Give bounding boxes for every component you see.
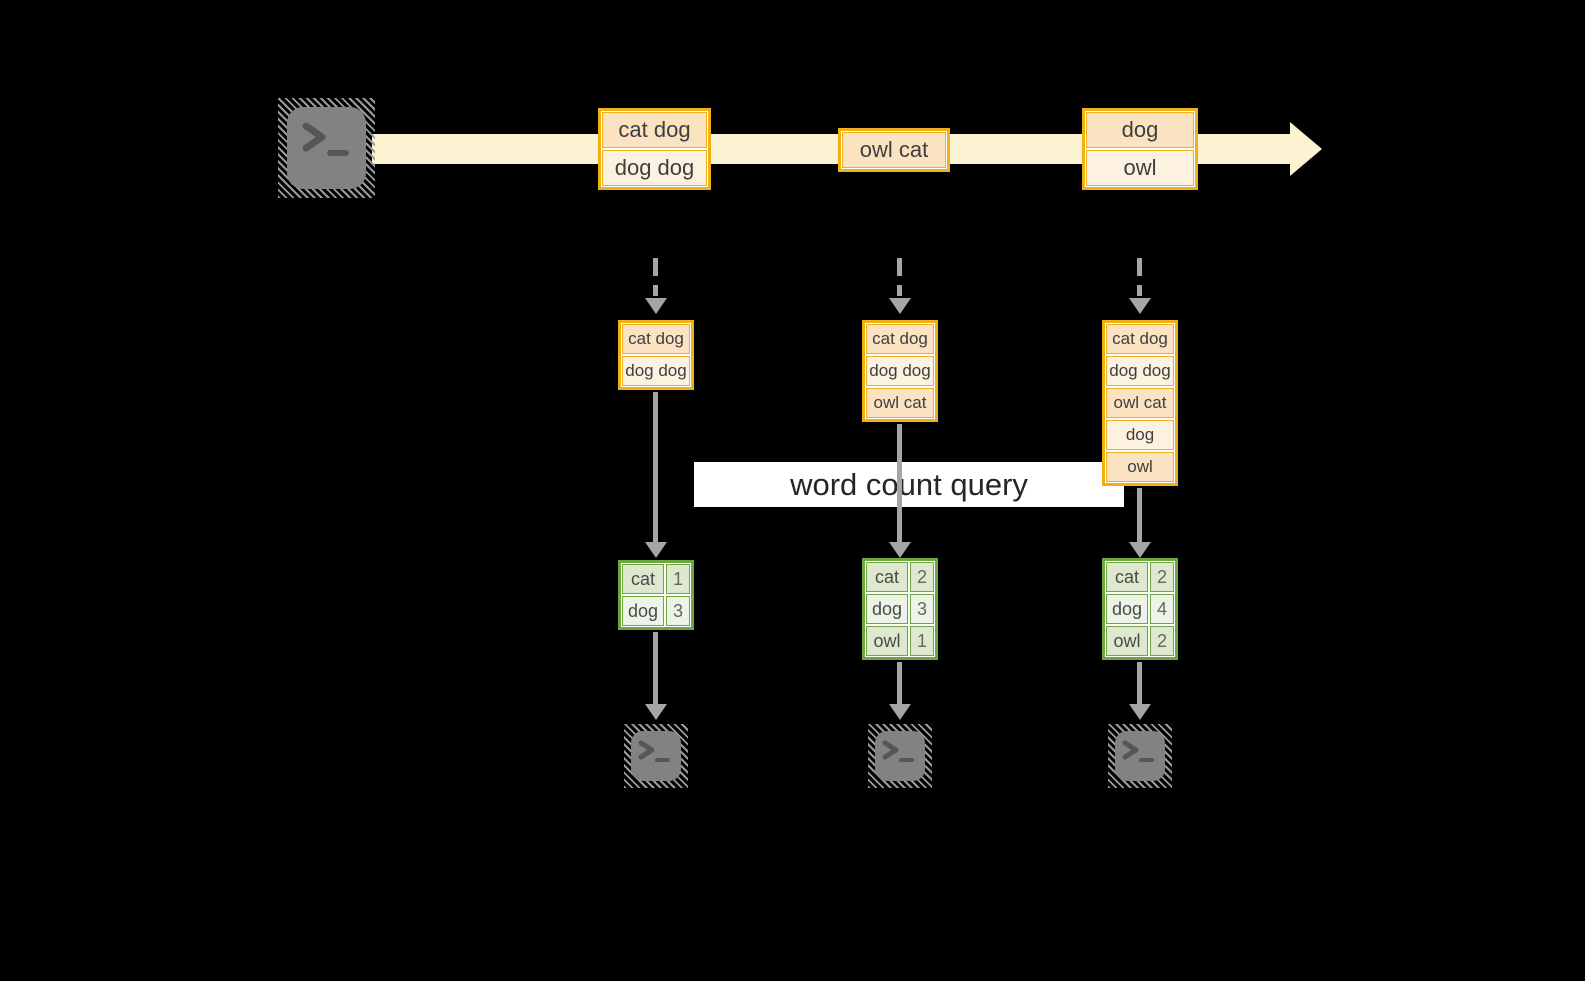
- buffer-record: cat dog: [622, 324, 690, 354]
- count-row: dog 3: [622, 596, 690, 626]
- stream-record: dog: [1086, 112, 1194, 148]
- terminal-prompt-icon: [1122, 740, 1154, 762]
- stream-record: owl cat: [842, 132, 946, 168]
- stream-event-1: cat dog dog dog: [598, 108, 711, 190]
- terminal-prompt-icon: [302, 122, 349, 156]
- buffer-record: owl cat: [1106, 388, 1174, 418]
- dashed-down-arrow-line: [897, 258, 902, 296]
- terminal-prompt-icon: [638, 740, 670, 762]
- count-value: 3: [666, 596, 690, 626]
- count-row: cat 2: [866, 562, 934, 592]
- count-word: owl: [1106, 626, 1148, 656]
- input-buffer-1: cat dog dog dog: [618, 320, 694, 390]
- input-buffer-3: cat dog dog dog owl cat dog owl: [1102, 320, 1178, 486]
- count-row: owl 1: [866, 626, 934, 656]
- input-buffer-2: cat dog dog dog owl cat: [862, 320, 938, 422]
- down-arrow-line: [653, 632, 658, 704]
- count-table-1: cat 1 dog 3: [618, 560, 694, 630]
- down-arrow-line: [1137, 488, 1142, 542]
- down-arrowhead: [889, 542, 911, 558]
- stream-record: cat dog: [602, 112, 707, 148]
- dashed-down-arrow-line: [1137, 258, 1142, 296]
- dashed-down-arrowhead: [645, 298, 667, 314]
- down-arrowhead: [645, 704, 667, 720]
- buffer-record: cat dog: [866, 324, 934, 354]
- count-value: 2: [1150, 626, 1174, 656]
- count-row: dog 3: [866, 594, 934, 624]
- buffer-record: dog: [1106, 420, 1174, 450]
- terminal-sink-icon: [868, 724, 932, 788]
- dashed-down-arrow-line: [653, 258, 658, 296]
- count-value: 1: [910, 626, 934, 656]
- buffer-record: owl: [1106, 452, 1174, 482]
- count-value: 1: [666, 564, 690, 594]
- buffer-record: dog dog: [622, 356, 690, 386]
- count-table-2: cat 2 dog 3 owl 1: [862, 558, 938, 660]
- down-arrow-line: [897, 662, 902, 704]
- dashed-down-arrowhead: [1129, 298, 1151, 314]
- down-arrow-line: [653, 392, 658, 542]
- terminal-sink-icon: [624, 724, 688, 788]
- count-word: dog: [1106, 594, 1148, 624]
- stream-record: dog dog: [602, 150, 707, 186]
- terminal-source-icon: [278, 98, 375, 198]
- count-value: 2: [910, 562, 934, 592]
- buffer-record: owl cat: [866, 388, 934, 418]
- query-banner: word count query: [694, 462, 1124, 507]
- count-row: cat 2: [1106, 562, 1174, 592]
- down-arrowhead: [889, 704, 911, 720]
- down-arrow-line: [1137, 662, 1142, 704]
- buffer-record: cat dog: [1106, 324, 1174, 354]
- buffer-record: dog dog: [866, 356, 934, 386]
- down-arrowhead: [645, 542, 667, 558]
- stream-record: owl: [1086, 150, 1194, 186]
- terminal-screen: [287, 107, 366, 189]
- count-row: owl 2: [1106, 626, 1174, 656]
- count-table-3: cat 2 dog 4 owl 2: [1102, 558, 1178, 660]
- count-row: dog 4: [1106, 594, 1174, 624]
- count-word: cat: [622, 564, 664, 594]
- count-row: cat 1: [622, 564, 690, 594]
- dashed-down-arrowhead: [889, 298, 911, 314]
- stream-event-2: owl cat: [838, 128, 950, 172]
- stream-event-3: dog owl: [1082, 108, 1198, 190]
- count-word: cat: [866, 562, 908, 592]
- count-word: dog: [622, 596, 664, 626]
- count-word: dog: [866, 594, 908, 624]
- count-value: 4: [1150, 594, 1174, 624]
- down-arrowhead: [1129, 704, 1151, 720]
- terminal-prompt-icon: [882, 740, 914, 762]
- down-arrow-line: [897, 424, 902, 542]
- terminal-sink-icon: [1108, 724, 1172, 788]
- count-value: 2: [1150, 562, 1174, 592]
- down-arrowhead: [1129, 542, 1151, 558]
- buffer-record: dog dog: [1106, 356, 1174, 386]
- count-value: 3: [910, 594, 934, 624]
- stream-arrowhead: [1290, 122, 1322, 176]
- count-word: cat: [1106, 562, 1148, 592]
- count-word: owl: [866, 626, 908, 656]
